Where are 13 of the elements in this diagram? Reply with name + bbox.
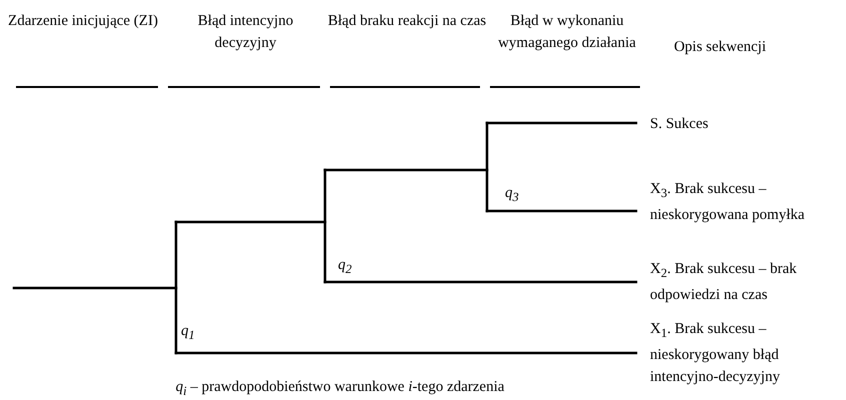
column-header: Błąd braku reakcji na czas [327, 12, 487, 31]
column-header: Opis sekwencji [672, 38, 768, 57]
column-header: Błąd intencyjno decyzyjny [196, 12, 294, 53]
outcome-label: X$_{1}$. Brak sukcesu – nieskorygowany błąd intencyjno-decyzyjny [650, 320, 781, 387]
probability-label: q$_{2}$ [338, 256, 353, 278]
column-header: Błąd w wykonaniu wymaganego działania [497, 12, 637, 53]
probability-label: q$_{1}$ [181, 322, 196, 344]
column-header: Zdarzenie inicjujące (ZI) [8, 12, 158, 31]
outcome-label: S. Sukces [650, 115, 710, 134]
footnote: q$_{i}$ – prawdopodobieństwo warunkowe i-tego zdarzenia [174, 378, 506, 400]
outcome-label: X$_{2}$. Brak sukcesu – brak odpowiedzi na czas [650, 260, 798, 305]
outcome-label: X$_{3}$. Brak sukcesu – nieskorygowana pomyłka [650, 180, 806, 225]
probability-label: q$_{3}$ [505, 184, 520, 206]
